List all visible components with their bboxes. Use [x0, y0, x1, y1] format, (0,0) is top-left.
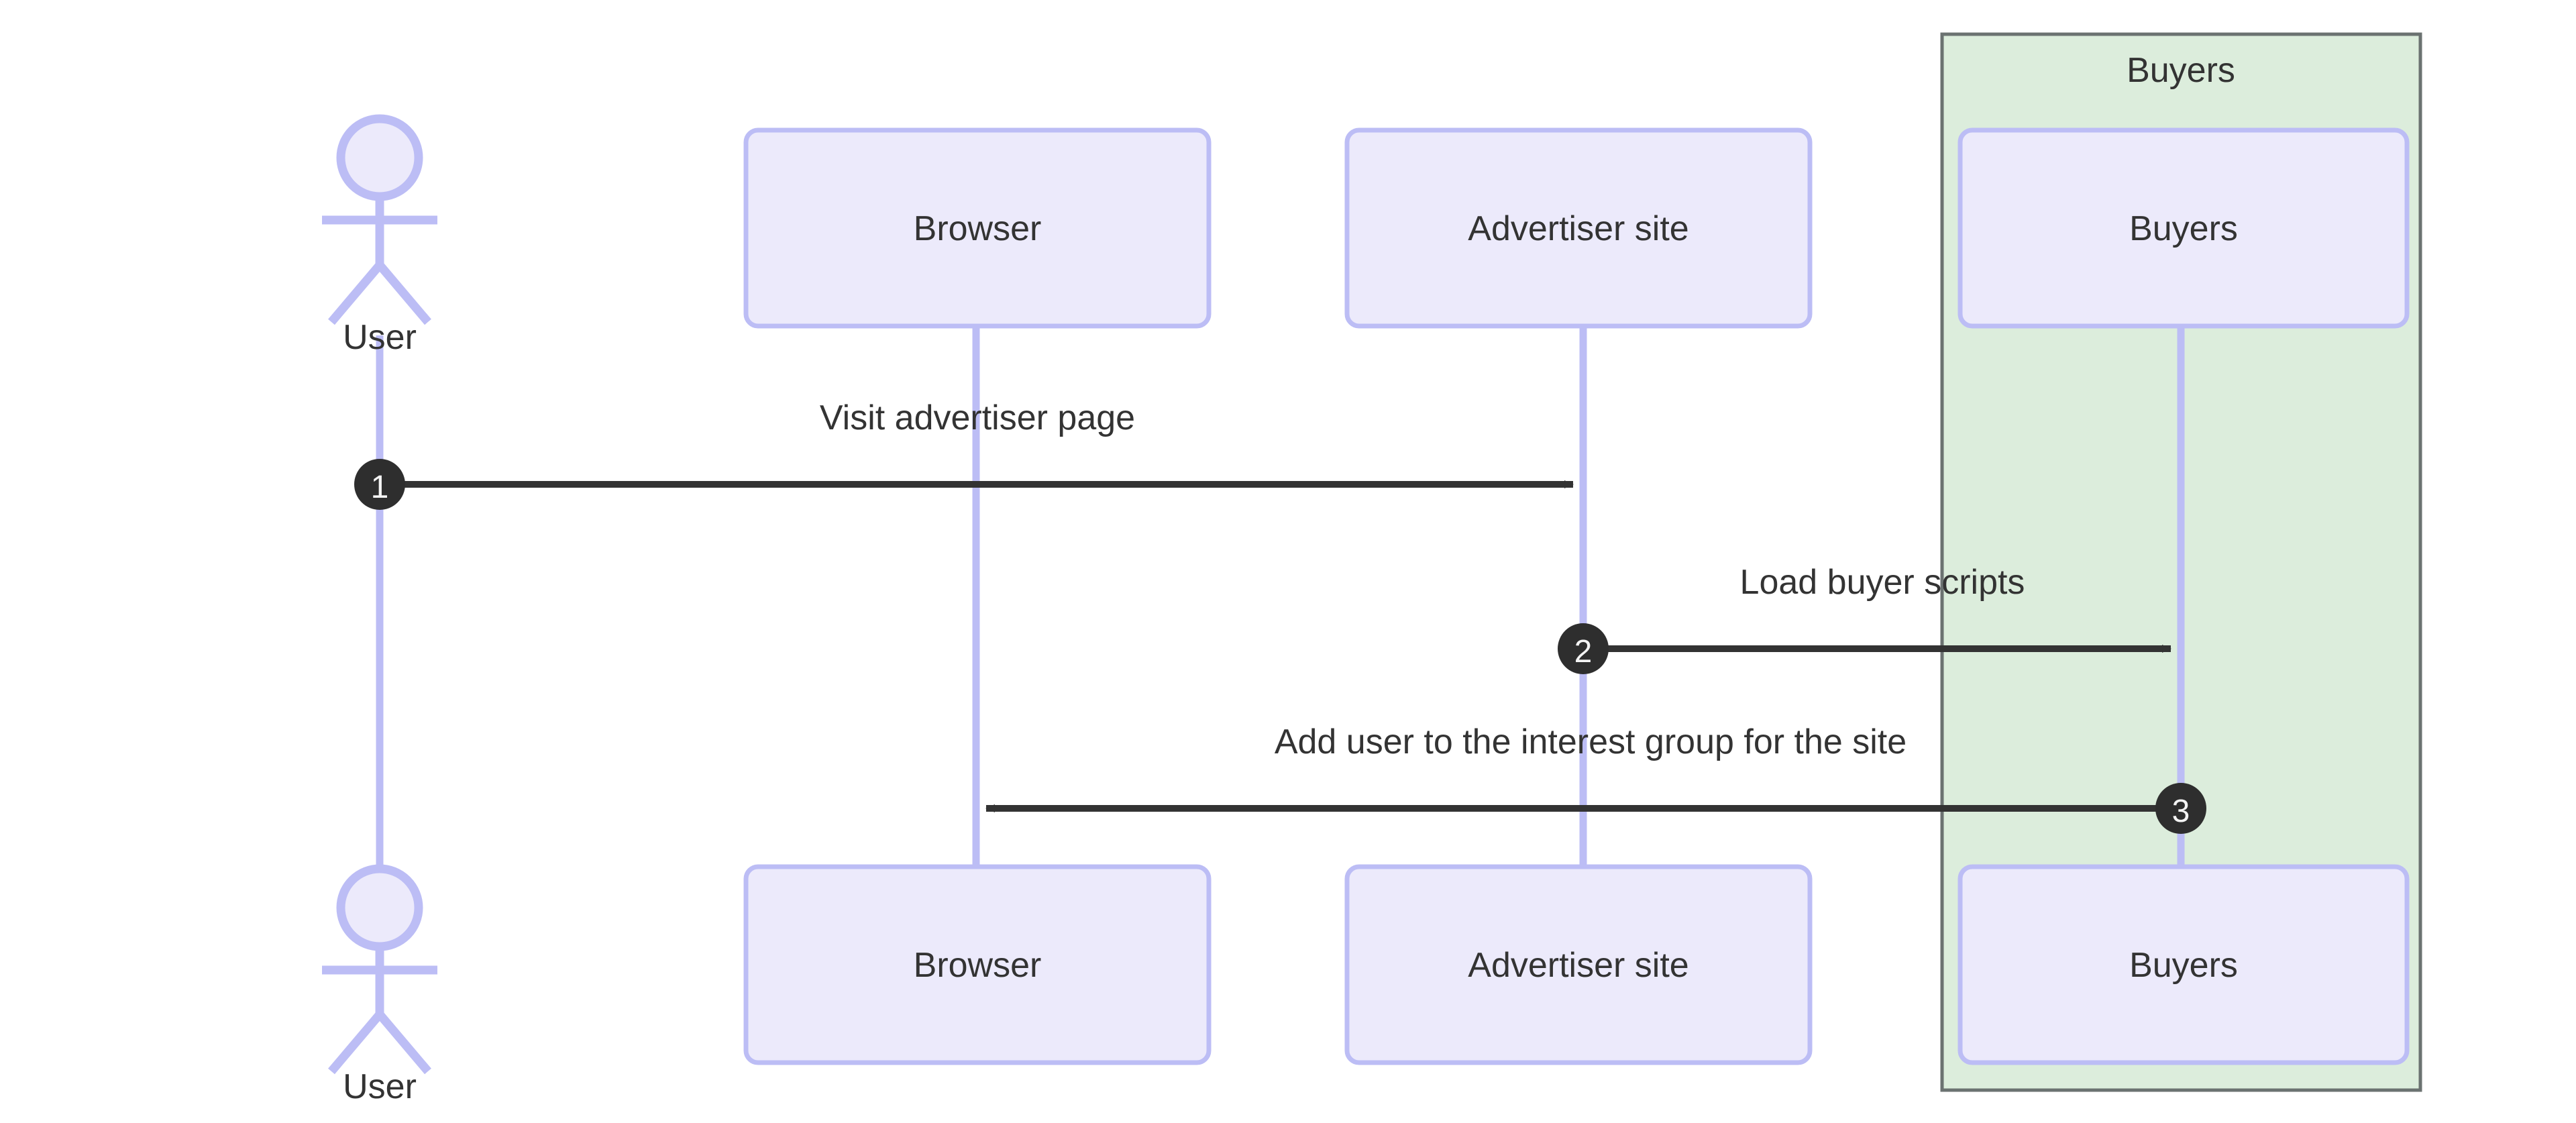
- sequence-number-1: 1: [371, 470, 389, 505]
- actor-right-leg-line: [376, 1011, 431, 1075]
- participant-box-rect: [1957, 864, 2410, 1065]
- actor-label-user-top: User: [343, 318, 417, 357]
- participant-box-rect: [1344, 864, 1813, 1065]
- sequence-badge-2-circle: [1558, 623, 1609, 674]
- participant-buyers-bottom[interactable]: Buyers: [1957, 864, 2410, 1065]
- actor-user-top[interactable]: User: [322, 114, 437, 357]
- participant-advertiser-site-top[interactable]: Advertiser site: [1344, 127, 1813, 329]
- participant-buyers-top[interactable]: Buyers: [1957, 127, 2410, 329]
- message-1[interactable]: Visit advertiser page 1: [354, 398, 1574, 510]
- message-label-2: Load buyer scripts: [1740, 563, 2025, 602]
- actor-label-user-bottom: User: [343, 1067, 417, 1106]
- message-3[interactable]: Add user to the interest group for the s…: [985, 723, 2206, 834]
- participant-browser-bottom[interactable]: Browser: [743, 864, 1212, 1065]
- participant-browser-top[interactable]: Browser: [743, 127, 1212, 329]
- actor-left-leg-line: [328, 1011, 383, 1075]
- participant-label-advertiser-site-bottom: Advertiser site: [1468, 946, 1688, 985]
- message-label-1: Visit advertiser page: [820, 398, 1135, 437]
- lifelines: [376, 327, 2185, 867]
- sequence-number-2: 2: [1574, 634, 1593, 670]
- sequence-badge-1-circle: [354, 459, 405, 510]
- sequence-badge-3-circle: [2155, 783, 2206, 834]
- participant-label-browser-top: Browser: [914, 209, 1042, 248]
- actor-head-icon: [336, 864, 423, 951]
- message-2[interactable]: Load buyer scripts 2: [1558, 563, 2171, 674]
- actor-user-bottom[interactable]: User: [322, 864, 437, 1106]
- participant-box-rect: [743, 127, 1212, 329]
- sequence-number-3: 3: [2172, 794, 2190, 829]
- participant-box-rect: [1957, 127, 2410, 329]
- participant-advertiser-site-bottom[interactable]: Advertiser site: [1344, 864, 1813, 1065]
- actor-head-icon: [336, 114, 423, 201]
- participant-label-buyers-top: Buyers: [2129, 209, 2238, 248]
- actor-right-leg-line: [376, 262, 431, 325]
- participant-label-buyers-bottom: Buyers: [2129, 946, 2238, 985]
- actor-left-leg-line: [328, 262, 383, 325]
- participant-label-browser-bottom: Browser: [914, 946, 1042, 985]
- message-label-3: Add user to the interest group for the s…: [1275, 723, 1907, 761]
- participant-label-advertiser-site-top: Advertiser site: [1468, 209, 1688, 248]
- group-title-label: Buyers: [2127, 51, 2235, 90]
- participant-box-rect: [743, 864, 1212, 1065]
- participant-box-rect: [1344, 127, 1813, 329]
